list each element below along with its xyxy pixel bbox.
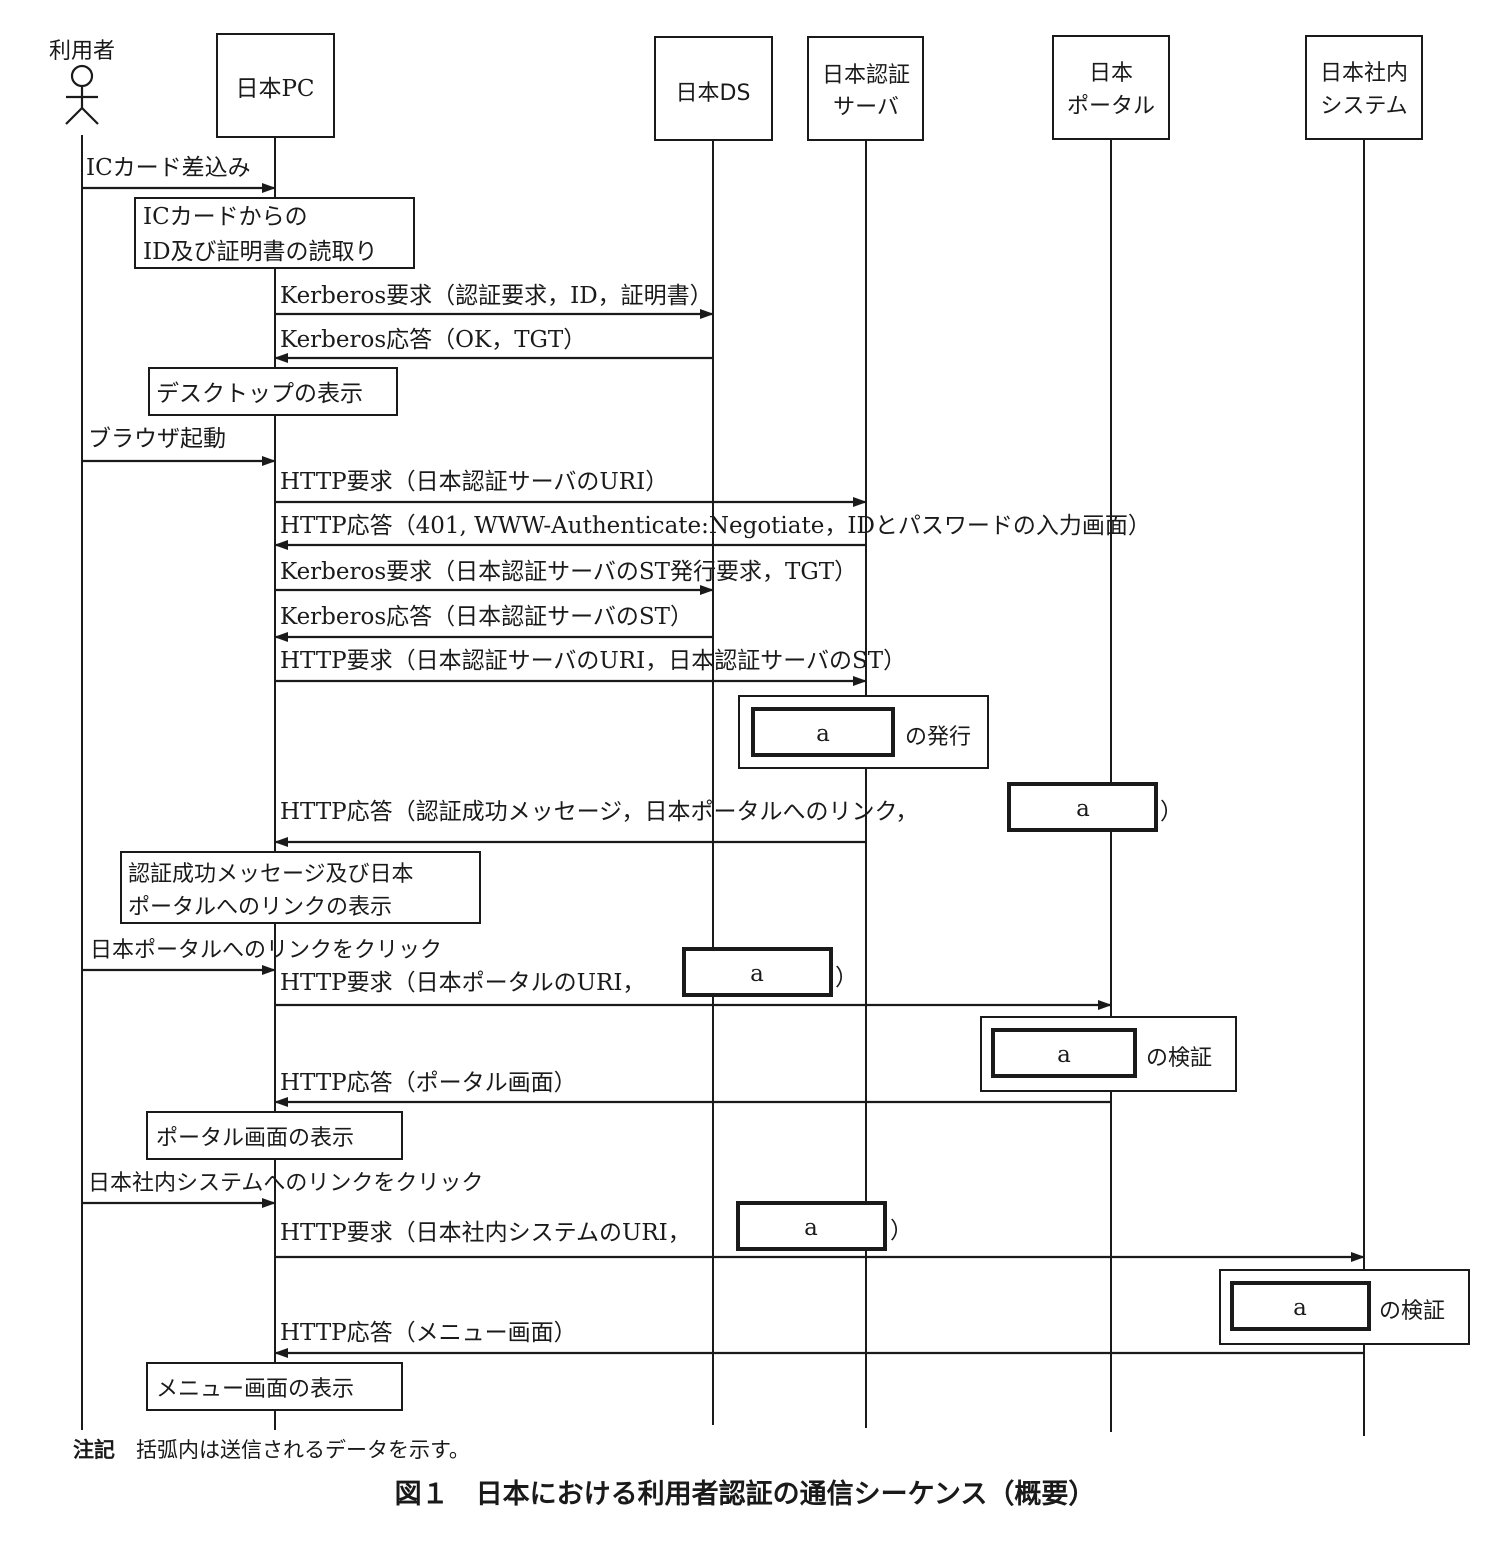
activity-label-line1: 認証成功メッセージ及び日本 <box>128 862 414 887</box>
message-label: HTTP要求（日本社内システムのURI， <box>280 1220 691 1246</box>
participant-label: 日本DS <box>676 81 751 106</box>
participant-label-line2: サーバ <box>833 95 899 120</box>
participant-portal: 日本 ポータル <box>1052 35 1170 140</box>
message-label: ブラウザ起動 <box>88 426 226 452</box>
message-kerberos-st-response: Kerberos応答（日本認証サーバのST） <box>274 604 713 642</box>
blank-box-a <box>991 1028 1137 1078</box>
message-http-request-internal: HTTP要求（日本社内システムのURI， a ） <box>275 1201 1365 1262</box>
stick-figure-icon <box>65 64 99 125</box>
actor-label: 利用者 <box>49 39 115 64</box>
message-kerberos-st-request: Kerberos要求（日本認証サーバのST発行要求，TGT） <box>275 559 857 595</box>
blank-label: a <box>1293 1295 1307 1321</box>
message-click-internal-link: 日本社内システムへのリンクをクリック <box>82 1171 483 1208</box>
message-http-request-with-st: HTTP要求（日本認証サーバのURI，日本認証サーバのST） <box>275 648 906 686</box>
message-http-response-success: HTTP応答（認証成功メッセージ，日本ポータルへのリンク， a ） <box>274 782 1183 847</box>
message-label: Kerberos要求（認証要求，ID，証明書） <box>280 283 713 309</box>
message-http-401-response: HTTP応答（401, WWW-Authenticate:Negotiate，I… <box>274 513 1151 550</box>
message-label: HTTP応答（ポータル画面） <box>280 1070 577 1096</box>
footnote-prefix: 注記 <box>73 1438 115 1462</box>
message-label: HTTP応答（401, WWW-Authenticate:Negotiate，I… <box>280 513 1151 539</box>
participant-label-line2: ポータル <box>1067 94 1155 119</box>
message-label-suffix: ） <box>835 965 858 991</box>
participant-label-line1: 日本 <box>1089 61 1133 86</box>
message-label: HTTP応答（メニュー画面） <box>280 1320 577 1346</box>
message-browser-launch: ブラウザ起動 <box>82 426 276 466</box>
activity-verify-a-internal: a の検証 <box>1219 1269 1470 1345</box>
message-label: 日本ポータルへのリンクをクリック <box>90 938 442 963</box>
figure-caption: 図１ 日本における利用者認証の通信シーケンス（概要） <box>395 1478 1096 1510</box>
message-label: HTTP応答（認証成功メッセージ，日本ポータルへのリンク， <box>280 799 918 825</box>
activity-label: メニュー画面の表示 <box>156 1377 354 1402</box>
activity-verify-a-portal: a の検証 <box>980 1016 1237 1092</box>
message-label: Kerberos応答（OK，TGT） <box>280 327 586 353</box>
message-label: HTTP要求（日本認証サーバのURI） <box>280 469 668 495</box>
message-http-response-portal: HTTP応答（ポータル画面） <box>274 1070 1111 1107</box>
message-label: HTTP要求（日本認証サーバのURI，日本認証サーバのST） <box>280 648 906 674</box>
message-http-request-auth-uri: HTTP要求（日本認証サーバのURI） <box>275 469 867 507</box>
message-kerberos-request-1: Kerberos要求（認証要求，ID，証明書） <box>275 283 714 319</box>
activity-menu-display: メニュー画面の表示 <box>146 1362 403 1411</box>
blank-box-a <box>736 1201 887 1251</box>
footnote-text: 括弧内は送信されるデータを示す。 <box>115 1438 470 1462</box>
activity-issue-a: a の発行 <box>738 695 989 769</box>
activity-portal-display: ポータル画面の表示 <box>146 1111 403 1160</box>
message-label: Kerberos要求（日本認証サーバのST発行要求，TGT） <box>280 559 857 585</box>
activity-label-line1: ICカードからの <box>143 204 308 230</box>
message-label: 日本社内システムへのリンクをクリック <box>88 1171 483 1196</box>
participant-label-line1: 日本社内 <box>1320 61 1408 86</box>
activity-label: デスクトップの表示 <box>156 381 363 407</box>
participant-label-line2: システム <box>1320 94 1407 119</box>
participant-label: 日本PC <box>235 76 314 102</box>
activity-label-line2: ポータルへのリンクの表示 <box>128 895 392 920</box>
blank-box-a <box>1230 1281 1371 1331</box>
activity-label-line2: ID及び証明書の読取り <box>143 239 378 265</box>
activity-label: の検証 <box>1146 1046 1212 1071</box>
activity-label: ポータル画面の表示 <box>156 1126 354 1151</box>
participant-ds: 日本DS <box>654 36 773 141</box>
blank-label: a <box>1076 796 1090 822</box>
message-label-suffix: ） <box>890 1218 913 1244</box>
participant-label-line1: 日本認証 <box>822 63 910 88</box>
message-ic-card-insert: ICカード差込み <box>82 155 276 193</box>
participant-pc: 日本PC <box>216 33 335 138</box>
message-label: HTTP要求（日本ポータルのURI， <box>280 970 645 996</box>
activity-read-ic-card: ICカードからの ID及び証明書の読取り <box>134 197 415 269</box>
actor-user: 利用者 <box>49 39 115 125</box>
blank-box-a <box>751 707 895 757</box>
participant-auth-server: 日本認証 サーバ <box>807 36 924 141</box>
message-kerberos-response-1: Kerberos応答（OK，TGT） <box>274 327 713 363</box>
message-http-response-menu: HTTP応答（メニュー画面） <box>274 1320 1364 1358</box>
blank-label: a <box>1057 1042 1071 1068</box>
blank-label: a <box>750 961 764 987</box>
message-click-portal-link: 日本ポータルへのリンクをクリック <box>82 938 442 975</box>
activity-desktop-display: デスクトップの表示 <box>148 367 398 416</box>
message-label: ICカード差込み <box>86 155 251 181</box>
activity-success-message-display: 認証成功メッセージ及び日本 ポータルへのリンクの表示 <box>120 851 481 924</box>
blank-label: a <box>816 721 830 747</box>
message-http-request-portal: HTTP要求（日本ポータルのURI， a ） <box>275 947 1112 1010</box>
blank-label: a <box>804 1215 818 1241</box>
message-label-suffix: ） <box>1160 799 1183 825</box>
blank-box-a <box>682 947 833 997</box>
participant-internal-system: 日本社内 システム <box>1305 35 1423 140</box>
blank-box-a <box>1007 782 1158 832</box>
activity-label: の検証 <box>1379 1299 1445 1324</box>
footnote: 注記 括弧内は送信されるデータを示す。 <box>73 1438 470 1462</box>
activity-label: の発行 <box>905 725 971 750</box>
message-label: Kerberos応答（日本認証サーバのST） <box>280 604 693 630</box>
